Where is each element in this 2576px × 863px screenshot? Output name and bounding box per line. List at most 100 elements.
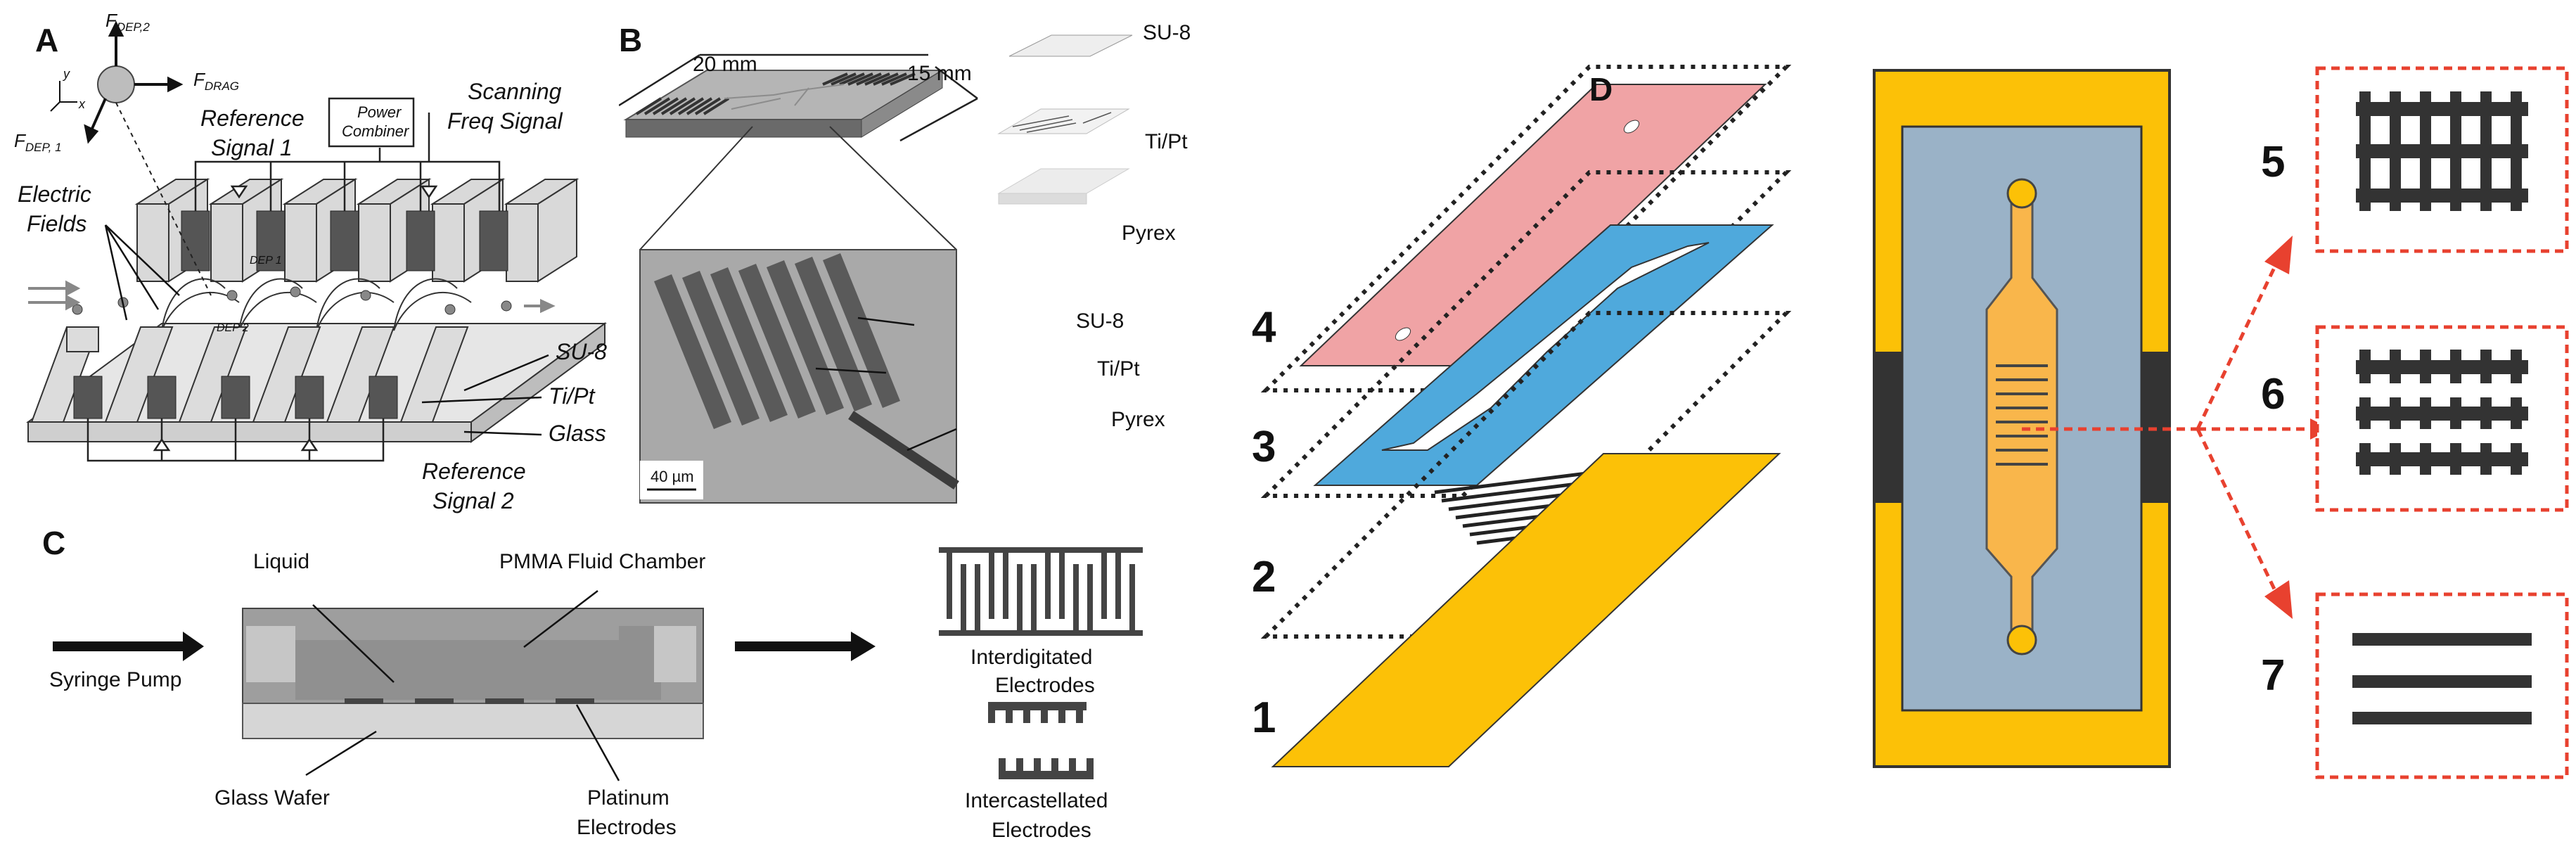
pointer-lines bbox=[104, 224, 549, 436]
panel-c: C Liquid PMMA Fluid Chamber Syringe Pump… bbox=[0, 520, 1224, 859]
sem-tipt-label: Ti/Pt bbox=[1097, 357, 1140, 381]
power-combiner-line1: Power bbox=[357, 103, 402, 121]
electric-fields-line2: Fields bbox=[27, 211, 87, 236]
chamber-reflection-right bbox=[654, 626, 696, 682]
power-combiner-line2: Combiner bbox=[342, 122, 409, 140]
reference-signal-1-line2: Signal 1 bbox=[211, 135, 293, 160]
liquid-label: Liquid bbox=[253, 550, 310, 573]
fdep1-label: FDEP, 1 bbox=[14, 130, 62, 155]
box-5 bbox=[2315, 66, 2569, 253]
panel-d-graphics bbox=[1260, 65, 2569, 779]
platinum-line2: Electrodes bbox=[577, 816, 677, 839]
layer-4-frame bbox=[1260, 65, 1792, 392]
panel-c-pointers bbox=[305, 590, 620, 781]
chip-electrodes bbox=[1996, 364, 2048, 466]
panel-d: D 4 3 2 1 5 6 7 bbox=[1224, 0, 2576, 859]
zoom-dashed-line bbox=[115, 102, 212, 296]
axes-icon bbox=[50, 81, 77, 112]
sem-electrodes bbox=[654, 253, 900, 429]
glass-label: Glass bbox=[549, 421, 606, 446]
layer-tipt-traces bbox=[1012, 112, 1112, 133]
panel-a: A FDEP,2 FDRAG FDEP, 1 y x Reference Sig… bbox=[0, 0, 619, 520]
sem-lead bbox=[848, 411, 959, 490]
sem-pyrex-label: Pyrex bbox=[1111, 408, 1165, 431]
fdep1-sub: DEP, 1 bbox=[25, 141, 62, 155]
layer-2-frame bbox=[1260, 311, 1792, 639]
platinum-electrodes bbox=[345, 698, 594, 704]
scale-text: 40 µm bbox=[651, 468, 694, 485]
chip-front bbox=[625, 119, 862, 138]
layer-pyrex bbox=[997, 168, 1130, 194]
axis-y-label: y bbox=[63, 67, 70, 81]
panel-a-letter: A bbox=[35, 22, 59, 58]
dim-20mm: 20 mm bbox=[693, 53, 757, 76]
layer-tipt-label: Ti/Pt bbox=[1145, 130, 1188, 153]
chamber-reflection-left bbox=[246, 626, 295, 682]
fdrag-sub: DRAG bbox=[204, 79, 240, 94]
intercastellated-electrode-2 bbox=[999, 758, 1094, 779]
electrode-pattern-5 bbox=[2356, 91, 2528, 211]
interdigitated-line1: Interdigitated bbox=[970, 646, 1093, 669]
scale-bar-box bbox=[640, 461, 703, 499]
type-6-number: 6 bbox=[2261, 370, 2286, 418]
panel-b-graphics bbox=[618, 34, 1133, 504]
syringe-label: Syringe Pump bbox=[49, 668, 182, 691]
su8-label: SU-8 bbox=[556, 339, 607, 364]
type-5-number: 5 bbox=[2261, 138, 2286, 186]
reference-signal-1-line1: Reference bbox=[200, 106, 305, 131]
layer-3-number: 3 bbox=[1252, 423, 1276, 471]
fdep1-main: F bbox=[14, 130, 25, 151]
red-arrowheads bbox=[2264, 236, 2331, 619]
layer-1-yellow bbox=[1271, 453, 1781, 767]
chamber-label: PMMA Fluid Chamber bbox=[499, 550, 706, 573]
layer-1-number: 1 bbox=[1252, 693, 1276, 742]
chip-channels bbox=[724, 84, 845, 110]
reference-signal-2-line2: Signal 2 bbox=[432, 488, 514, 513]
chip-left-contact bbox=[1874, 352, 1902, 503]
electrode-pattern-6 bbox=[2356, 350, 2528, 475]
fdep2-label: FDEP,2 bbox=[105, 10, 150, 34]
zoom-lines bbox=[639, 126, 957, 250]
front-electrodes bbox=[73, 376, 398, 419]
su8-front-row bbox=[30, 326, 469, 423]
panel-a-schematic bbox=[25, 20, 608, 462]
intercastellated-electrode-1 bbox=[988, 702, 1087, 723]
panel-b-letter: B bbox=[619, 22, 643, 58]
layer-3-frame bbox=[1260, 170, 1792, 498]
layer-su8-label: SU-8 bbox=[1143, 21, 1191, 44]
interdigitated-line2: Electrodes bbox=[995, 674, 1095, 697]
red-arrows bbox=[2022, 257, 2317, 599]
scanning-line1: Scanning bbox=[468, 79, 562, 104]
axis-x-label: x bbox=[79, 97, 85, 111]
scanning-line2: Freq Signal bbox=[447, 108, 563, 134]
particle-sphere bbox=[97, 65, 135, 103]
electric-fields-line1: Electric bbox=[18, 181, 91, 207]
outlet-port bbox=[2006, 625, 2037, 656]
platinum-line1: Platinum bbox=[587, 786, 669, 810]
wiring-top bbox=[194, 113, 501, 211]
chip-contacts bbox=[635, 72, 916, 115]
fdrag-label: FDRAG bbox=[193, 69, 239, 94]
fdep2-main: F bbox=[105, 10, 117, 31]
dep2-label: DEP 2 bbox=[217, 322, 249, 334]
layer-2-number: 2 bbox=[1252, 553, 1276, 601]
dep1-label: DEP 1 bbox=[250, 255, 282, 267]
inlet-port bbox=[2006, 178, 2037, 209]
flow-arrows bbox=[28, 280, 556, 314]
sem-pointers bbox=[815, 317, 957, 452]
fdrag-main: F bbox=[193, 69, 205, 90]
panel-d-letter: D bbox=[1589, 71, 1613, 108]
electric-field-lines bbox=[161, 278, 472, 331]
liquid-region bbox=[295, 626, 661, 700]
layer-4-number: 4 bbox=[1252, 303, 1276, 352]
intercastellated-line2: Electrodes bbox=[992, 819, 1091, 842]
force-arrows bbox=[84, 20, 184, 144]
power-combiner-box bbox=[328, 97, 415, 148]
layer-4-pink bbox=[1299, 84, 1767, 366]
reference-signal-2-line1: Reference bbox=[422, 459, 526, 484]
interdigitated-electrode bbox=[939, 547, 1143, 636]
panel-b: B 20 mm 15 mm SU-8 Ti/Pt Pyrex SU-8 Ti/P… bbox=[618, 0, 1224, 520]
syringe-arrow bbox=[53, 632, 204, 661]
intercastellated-line1: Intercastellated bbox=[965, 789, 1108, 812]
output-arrow bbox=[735, 632, 876, 661]
